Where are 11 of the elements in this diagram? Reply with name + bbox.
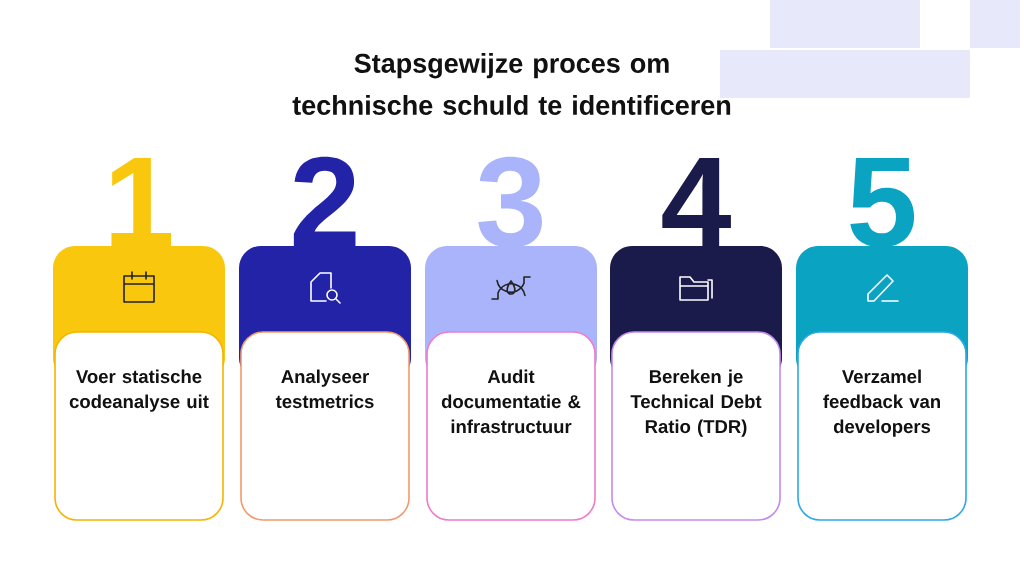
step-card: Voer statische codeanalyse uit	[53, 246, 225, 521]
step-card: Bereken je Technical Debt Ratio (TDR)	[610, 246, 782, 521]
step-card: Analyseer testmetrics	[239, 246, 411, 521]
step-number: 2	[293, 156, 356, 246]
step-number: 3	[478, 156, 542, 248]
title: Stapsgewijze proces om technische schuld te identificeren	[292, 53, 731, 115]
step-number: 5	[850, 157, 915, 248]
step-number: 1	[111, 157, 172, 246]
step-number: 4	[662, 157, 731, 246]
step-card: Audit documentatie & infrastructuur	[425, 246, 597, 521]
step-card: Verzamel feedback van developers	[796, 246, 968, 521]
